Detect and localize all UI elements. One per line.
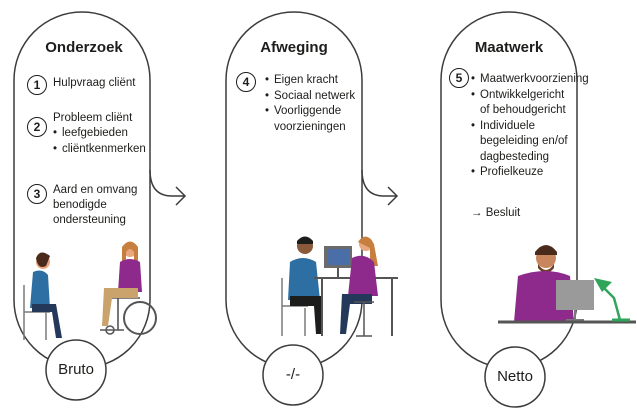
afweging-outline bbox=[225, 11, 363, 369]
bullet-item: Sociaal netwerk bbox=[265, 89, 356, 105]
column-title-afweging: Afweging bbox=[260, 39, 328, 56]
bullet-item: leefgebieden bbox=[53, 126, 146, 142]
step-number-3: 3 bbox=[27, 184, 47, 204]
step-2-bullets: leefgebieden cliëntkenmerken bbox=[53, 126, 146, 157]
illustration-deliberation bbox=[281, 236, 398, 337]
column-title-onderzoek: Onderzoek bbox=[45, 39, 123, 56]
arrow-afweging-maatwerk bbox=[361, 169, 396, 197]
step-number-1: 1 bbox=[27, 75, 47, 95]
column-title-maatwerk: Maatwerk bbox=[474, 39, 544, 56]
arrow-onderzoek-afweging bbox=[149, 169, 184, 197]
step-number-5: 5 bbox=[449, 68, 469, 88]
step-2-text: Probleem cliënt bbox=[53, 112, 133, 124]
arrowhead-2 bbox=[387, 186, 399, 206]
bullet-item: Profielkeuze bbox=[471, 165, 589, 181]
bruto-circle bbox=[45, 339, 107, 401]
conclusion-besluit: → Besluit bbox=[471, 207, 521, 219]
bottom-label-afweging: -/- bbox=[285, 366, 301, 383]
arrowhead-1 bbox=[175, 186, 187, 206]
step-5-bullets: Maatwerkvoorziening Ontwikkelgericht of … bbox=[471, 72, 589, 181]
bottom-label-bruto: Bruto bbox=[58, 361, 94, 378]
illustration-consultation bbox=[23, 241, 157, 340]
step-number-2: 2 bbox=[27, 117, 47, 137]
onderzoek-outline bbox=[13, 11, 151, 369]
netto-circle bbox=[484, 346, 546, 408]
bullet-item: Maatwerkvoorziening bbox=[471, 72, 589, 88]
bullet-item: cliëntkenmerken bbox=[53, 142, 146, 158]
bullet-item: Ontwikkelgericht of behoudgericht bbox=[471, 88, 575, 119]
step-number-4: 4 bbox=[236, 72, 256, 92]
bullet-item: Eigen kracht bbox=[265, 73, 356, 89]
illustration-custom-work bbox=[498, 245, 636, 324]
step-4-bullets: Eigen kracht Sociaal netwerk Voorliggend… bbox=[265, 73, 356, 135]
bottom-label-netto: Netto bbox=[497, 368, 533, 385]
step-3-text: Aard en omvang benodigde ondersteuning bbox=[53, 184, 138, 226]
afweging-circle bbox=[262, 344, 324, 406]
bullet-item: Individuele begeleiding en/of dagbestedi… bbox=[471, 119, 578, 166]
maatwerk-outline bbox=[440, 11, 578, 369]
step-1-text: Hulpvraag cliënt bbox=[53, 77, 136, 89]
bullet-item: Voorliggende voorzieningen bbox=[265, 104, 356, 135]
